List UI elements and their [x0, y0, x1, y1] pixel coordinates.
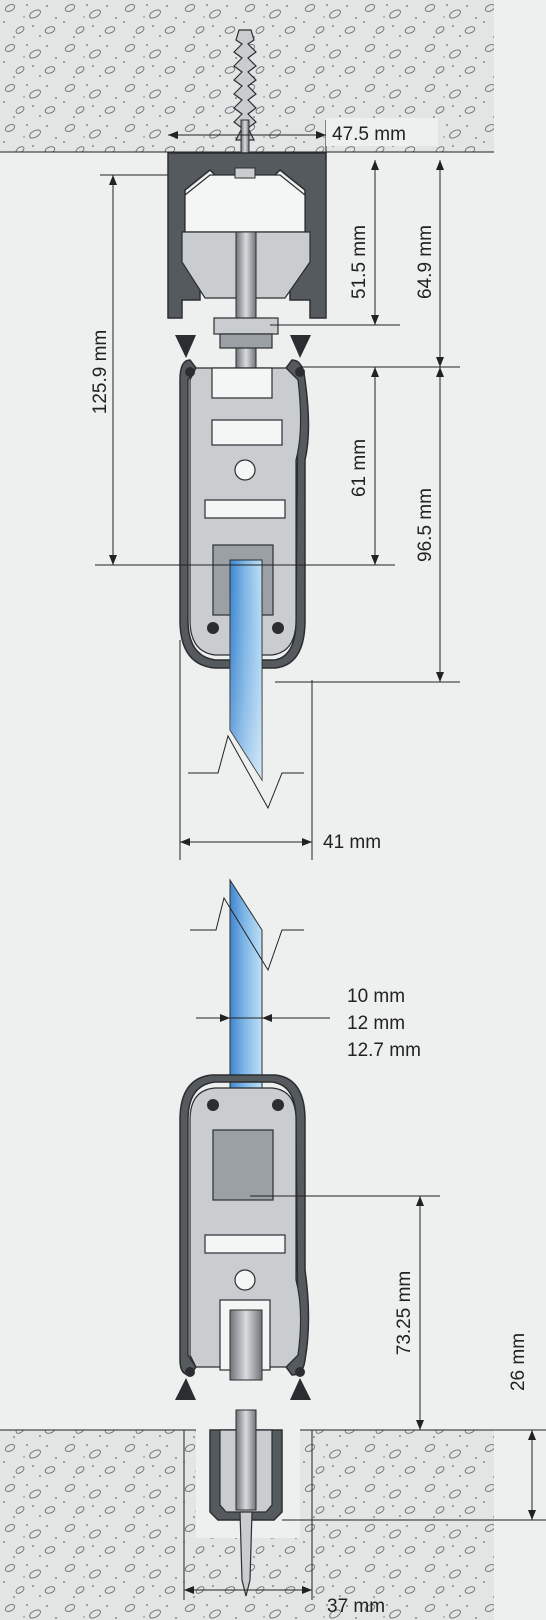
dim-label-26: 26 mm — [508, 1333, 529, 1391]
dim-label-41: 41 mm — [323, 832, 381, 853]
top-glass-panel — [229, 559, 263, 782]
dim-label-glass-12-7: 12.7 mm — [347, 1040, 421, 1061]
hanger-nut-lower — [219, 333, 273, 349]
top-carriage-cover — [175, 335, 311, 669]
dim-label-73-25: 73.25 mm — [394, 1271, 415, 1355]
floor-guide-channel — [196, 1409, 300, 1597]
dim-label-glass-10: 10 mm — [347, 986, 405, 1007]
dim-label-51-5: 51.5 mm — [349, 225, 370, 299]
dim-arrows-26 — [528, 1430, 536, 1520]
dim-label-bg-47-5 — [326, 118, 438, 146]
dim-label-96-5: 96.5 mm — [415, 488, 436, 562]
top-break-line — [188, 734, 304, 810]
hanger-nut — [213, 317, 279, 335]
dim-label-61: 61 mm — [349, 439, 370, 497]
dim-label-64-9: 64.9 mm — [415, 225, 436, 299]
bottom-carriage-cover — [175, 1074, 311, 1400]
dim-label-glass-12: 12 mm — [347, 1013, 405, 1034]
dim-label-47-5: 47.5 mm — [332, 124, 406, 145]
dim-label-37: 37 mm — [327, 1596, 385, 1617]
dim-label-125-9: 125.9 mm — [90, 330, 111, 414]
bottom-break-line — [190, 896, 304, 972]
